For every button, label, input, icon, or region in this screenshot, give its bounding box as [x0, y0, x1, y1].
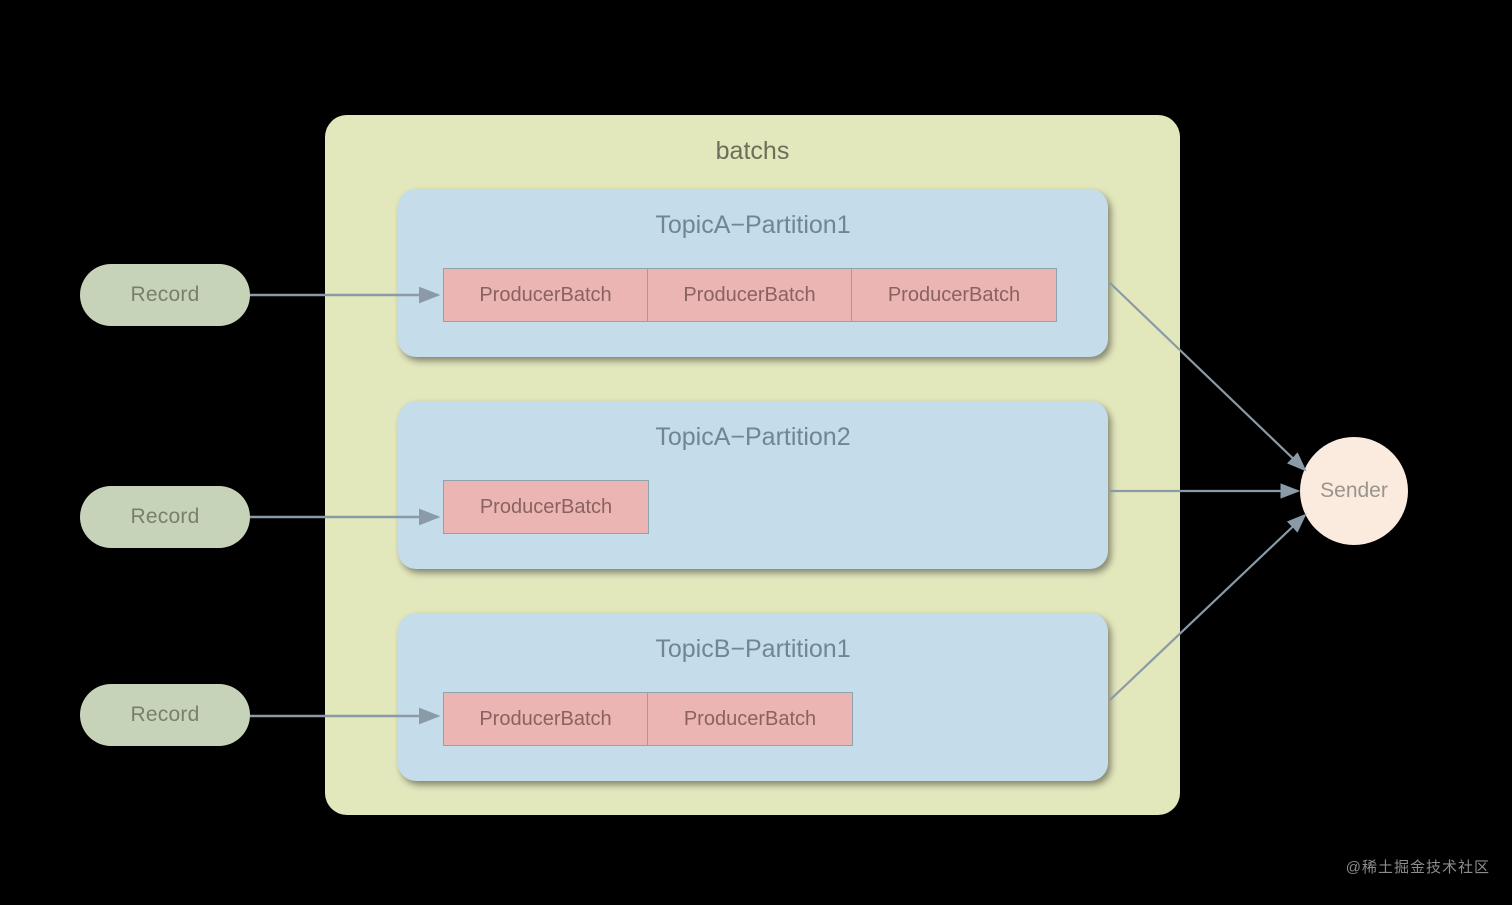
record-node-2[interactable]: Record	[80, 486, 250, 548]
sender-node[interactable]: Sender	[1300, 437, 1408, 545]
partition-topica-partition1[interactable]: TopicA−Partition1 ProducerBatch Producer…	[398, 189, 1108, 357]
watermark: @稀土掘金技术社区	[1345, 859, 1490, 876]
partition-topicb-partition1[interactable]: TopicB−Partition1 ProducerBatch Producer…	[398, 613, 1108, 781]
producer-batch[interactable]: ProducerBatch	[648, 269, 852, 321]
producer-batch[interactable]: ProducerBatch	[444, 481, 648, 533]
batch-row: ProducerBatch	[443, 480, 649, 534]
producer-batch[interactable]: ProducerBatch	[444, 693, 648, 745]
partition-title: TopicA−Partition2	[655, 423, 851, 451]
partition-title: TopicB−Partition1	[655, 635, 851, 663]
producer-batch[interactable]: ProducerBatch	[852, 269, 1056, 321]
batchs-title: batchs	[715, 137, 790, 165]
sender-label: Sender	[1320, 479, 1388, 502]
record-label: Record	[130, 505, 200, 528]
producer-batch[interactable]: ProducerBatch	[648, 693, 852, 745]
batch-row: ProducerBatch ProducerBatch	[443, 692, 853, 746]
record-label: Record	[130, 703, 200, 726]
batchs-container: batchs TopicA−Partition1 ProducerBatch P…	[325, 115, 1180, 815]
record-node-3[interactable]: Record	[80, 684, 250, 746]
record-node-1[interactable]: Record	[80, 264, 250, 326]
partition-title: TopicA−Partition1	[655, 211, 851, 239]
record-label: Record	[130, 283, 200, 306]
batch-row: ProducerBatch ProducerBatch ProducerBatc…	[443, 268, 1057, 322]
partition-topica-partition2[interactable]: TopicA−Partition2 ProducerBatch	[398, 401, 1108, 569]
producer-batch[interactable]: ProducerBatch	[444, 269, 648, 321]
